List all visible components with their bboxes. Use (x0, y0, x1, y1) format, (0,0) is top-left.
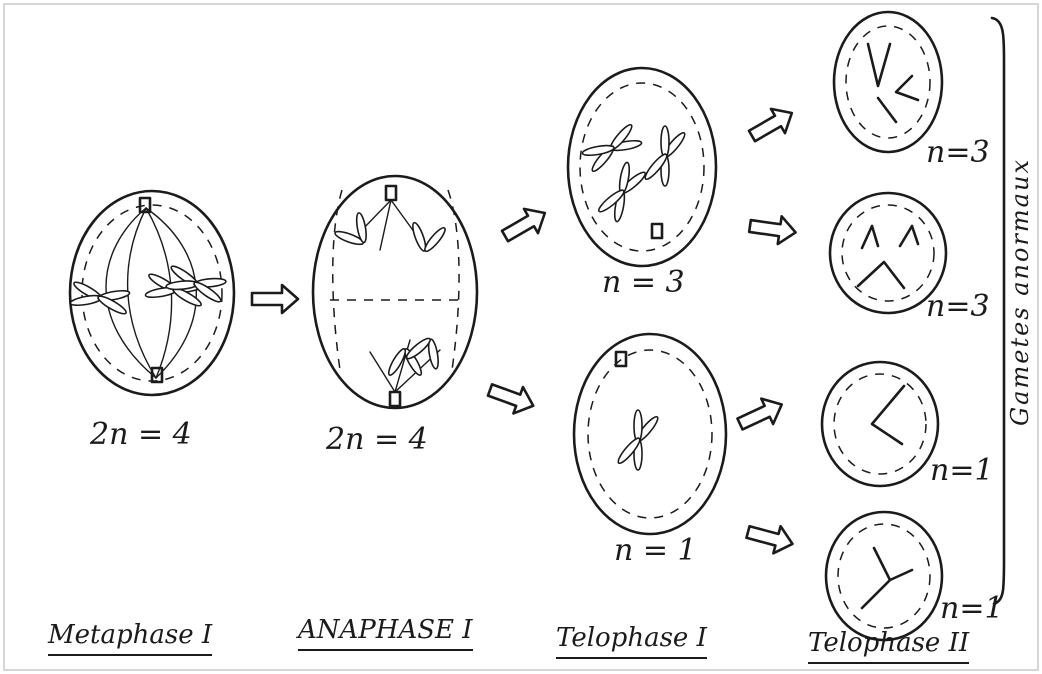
phase-title-metaphase-1: Metaphase I (48, 622, 212, 656)
gamete-1-ploidy: n=3 (926, 138, 990, 168)
phase-title-telophase-2: Telophase II (808, 630, 969, 664)
gamete-3-ploidy: n=1 (930, 456, 994, 486)
gamete-4-ploidy: n=1 (940, 594, 1004, 624)
arrow-to-gamete-2 (748, 212, 797, 246)
arrow-to-gamete-1 (745, 101, 799, 148)
arrow-to-gamete-4 (744, 518, 796, 557)
metaphase-1-ploidy: 2n = 4 (90, 420, 192, 450)
phase-title-telophase-1: Telophase I (556, 625, 707, 659)
gamete-cell-3 (822, 362, 938, 486)
gamete-2-ploidy: n=3 (926, 292, 990, 322)
telophase-1-bottom-cell (574, 334, 726, 534)
telophase-1-bottom-ploidy: n = 1 (614, 536, 697, 566)
arrow-to-gamete-3 (734, 392, 788, 437)
arrow-to-telophase-top (498, 201, 552, 248)
phase-title-anaphase-1: ANAPHASE I (298, 617, 473, 651)
gamete-cell-4 (826, 512, 942, 640)
metaphase-1-cell (68, 191, 234, 395)
telophase-1-top-cell (568, 68, 716, 266)
gametes-side-label: Gametes anormaux (1006, 158, 1034, 426)
telophase-1-top-ploidy: n = 3 (602, 268, 685, 298)
anaphase-1-cell (313, 176, 477, 408)
gametes-bracket (992, 18, 1004, 604)
anaphase-1-ploidy: 2n = 4 (326, 425, 428, 455)
arrow-to-telophase-bottom (485, 377, 538, 419)
arrow-metaphase-to-anaphase (252, 285, 298, 313)
gamete-cell-1 (834, 12, 942, 152)
